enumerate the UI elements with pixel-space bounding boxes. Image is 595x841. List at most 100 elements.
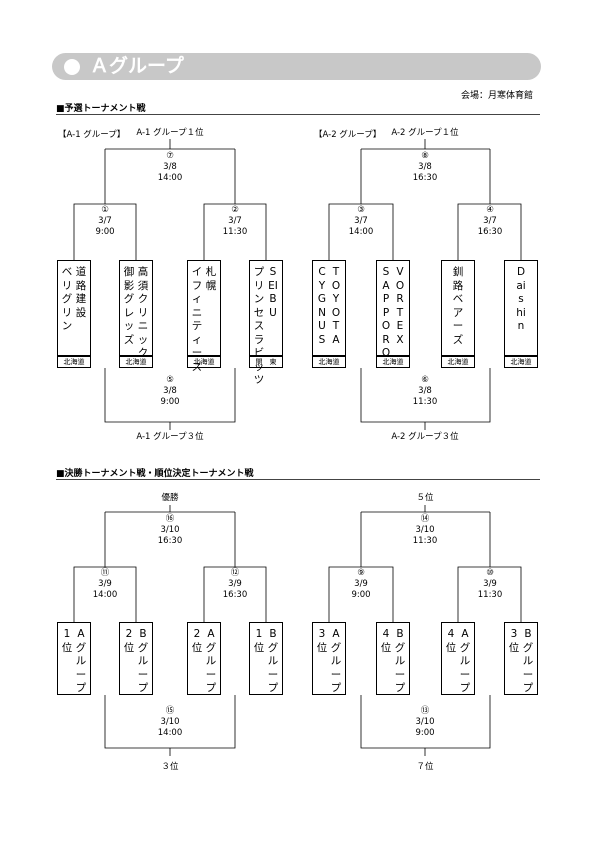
group-a1-label: 【A-1 グループ】 [58,130,126,140]
team-region: 北海道 [119,356,153,368]
seed-line: Aグループ [459,628,471,694]
team-region: 北海道 [57,356,91,368]
seed-line: Aグループ [205,628,217,694]
group-header-bar [52,53,541,80]
match-11-no: ⑪ [100,568,110,578]
seed-line: Bグループ [394,628,406,694]
match-2-date: 3/7 [228,216,242,226]
match-6-date: 3/8 [418,386,432,396]
team-box: SAPPORO VORTEX [376,260,410,359]
match-5-no: ⑤ [166,375,174,385]
team-name-line: Daishin [516,266,526,332]
group-a2-label: 【A-2 グループ】 [314,130,382,140]
match-1-time: 9:00 [95,227,115,237]
venue-label: 会場：月寒体育館 [460,91,533,101]
seed-line: 2位 [123,628,135,654]
match-12-time: 16:30 [222,590,248,600]
match-10-date: 3/9 [483,579,497,589]
final-left-bottom-result: ３位 [161,762,179,772]
team-region: 北海道 [441,356,475,368]
team-region: 北海道 [504,356,538,368]
match-14-time: 11:30 [412,536,438,546]
match-11-date: 3/9 [98,579,112,589]
team-box: 釧路ベアーズ [441,260,475,356]
seed-line: Aグループ [75,628,87,694]
team-name-line: 高須クリニック [137,266,149,359]
final-left-top-result: 優勝 [161,493,179,503]
match-5-time: 9:00 [160,397,180,407]
seed-line: 2位 [191,628,203,654]
match-4-date: 3/7 [483,216,497,226]
match-14-date: 3/10 [415,525,435,535]
bullet-circle-icon [64,59,80,75]
match-16-no: ⑯ [165,514,175,524]
match-3-time: 14:00 [348,227,374,237]
team-box: プリンセスラビッツ SEIBU [249,260,283,386]
team-name-line: プリンセスラビッツ [253,266,265,386]
seed-line: 1位 [61,628,73,654]
match-11-time: 14:00 [92,590,118,600]
match-7-no: ⑦ [166,151,174,161]
match-10-time: 11:30 [477,590,503,600]
seed-box: 3位 Aグループ [312,622,346,695]
seed-line: Aグループ [330,628,342,694]
match-16-time: 16:30 [157,536,183,546]
seed-line: Bグループ [267,628,279,694]
match-8-date: 3/8 [418,162,432,172]
match-14-no: ⑭ [420,514,430,524]
a1-top-result: A-1 グループ１位 [136,128,204,138]
match-13-date: 3/10 [415,717,435,727]
team-region: 北海道 [376,356,410,368]
match-9-no: ⑨ [357,568,365,578]
a2-top-result: A-2 グループ１位 [391,128,459,138]
team-box: Daishin [504,260,538,356]
seed-line: 4位 [380,628,392,654]
seed-box: 2位 Aグループ [187,622,221,695]
team-name-line: 釧路ベアーズ [452,266,464,346]
match-6-time: 11:30 [412,397,438,407]
seed-line: 3位 [316,628,328,654]
page-title: Ａグループ [90,55,184,77]
match-13-time: 9:00 [415,728,435,738]
seed-line: 1位 [253,628,265,654]
match-12-date: 3/9 [228,579,242,589]
match-1-date: 3/7 [98,216,112,226]
team-name-line: イフィニティーズ [191,266,203,373]
team-name-line: 御影グレッズ [123,266,135,346]
team-name-line: ベリグリン [61,266,73,332]
section-title-final: ■決勝トーナメント戦・順位決定トーナメント戦 [56,469,254,479]
a2-bottom-result: A-2 グループ３位 [391,432,459,442]
match-13-no: ⑬ [420,706,430,716]
match-2-time: 11:30 [222,227,248,237]
team-name-line: VORTEX [395,266,405,346]
seed-box: 4位 Aグループ [441,622,475,695]
match-2-no: ② [231,205,239,215]
team-name-line: TOYOTA [331,266,341,346]
match-9-time: 9:00 [351,590,371,600]
match-12-no: ⑫ [230,568,240,578]
team-name-line: CYGNUS [317,266,327,346]
match-15-date: 3/10 [160,717,180,727]
section-divider [56,114,540,115]
match-15-no: ⑮ [165,706,175,716]
match-15-time: 14:00 [157,728,183,738]
match-3-no: ③ [357,205,365,215]
match-10-no: ⑩ [486,568,494,578]
team-box: イフィニティーズ 札幌 [187,260,221,373]
seed-line: 3位 [508,628,520,654]
match-7-date: 3/8 [163,162,177,172]
team-box: 御影グレッズ 高須クリニック [119,260,153,359]
match-8-time: 16:30 [412,173,438,183]
team-name-line: SAPPORO [381,266,391,359]
team-name-line: SEIBU [268,266,278,319]
team-box: ベリグリン 道路建設 [57,260,91,356]
seed-line: 4位 [445,628,457,654]
seed-line: Bグループ [137,628,149,694]
team-region: 関 東 [249,356,283,368]
match-8-no: ⑧ [421,151,429,161]
match-5-date: 3/8 [163,386,177,396]
a1-bottom-result: A-1 グループ３位 [136,432,204,442]
seed-box: 1位 Bグループ [249,622,283,695]
final-right-bottom-result: ７位 [416,762,434,772]
